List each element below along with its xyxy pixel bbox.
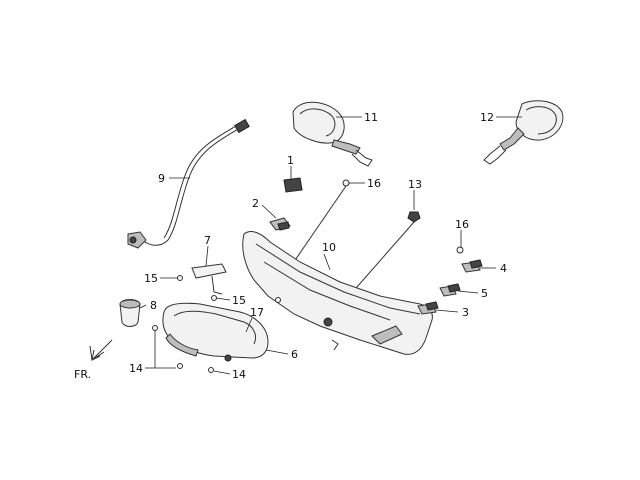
label-15-right: 15: [232, 294, 246, 307]
label-8: 8: [150, 299, 157, 312]
switch-4: [461, 259, 483, 273]
screw-16-right: [456, 246, 464, 254]
label-17: 17: [250, 306, 264, 319]
callout-labels: 1 2 3 4 5 6 7 8 9 10 11 12 13 14 14 15 1…: [74, 111, 507, 381]
left-mirror: [292, 101, 373, 167]
label-6: 6: [291, 348, 298, 361]
switch-3: [417, 301, 439, 315]
switch-5: [439, 283, 461, 297]
right-mirror: [483, 100, 564, 165]
label-7: 7: [204, 234, 211, 247]
meter-bracket: [177, 263, 227, 301]
small-bracket: [269, 217, 291, 231]
label-9: 9: [158, 172, 165, 185]
label-14-right: 14: [232, 368, 246, 381]
label-3: 3: [462, 306, 469, 319]
label-10: 10: [322, 241, 336, 254]
label-1: 1: [287, 154, 294, 167]
label-12: 12: [480, 111, 494, 124]
label-2: 2: [252, 197, 259, 210]
socket-8: [119, 299, 141, 327]
label-13: 13: [408, 178, 422, 191]
label-4: 4: [500, 262, 507, 275]
label-16-right: 16: [455, 218, 469, 231]
leader-lines: [139, 116, 522, 375]
rubber-pad: [283, 177, 303, 193]
label-11: 11: [364, 111, 378, 124]
meter-assembly: [152, 302, 269, 373]
label-15-left: 15: [144, 272, 158, 285]
label-14-left: 14: [129, 362, 143, 375]
label-5: 5: [481, 287, 488, 300]
front-direction-arrow: [89, 339, 113, 361]
label-front: FR.: [74, 368, 91, 381]
label-16-top: 16: [367, 177, 381, 190]
speedometer-cable: [127, 118, 250, 249]
handlebar-cover: [242, 231, 433, 355]
